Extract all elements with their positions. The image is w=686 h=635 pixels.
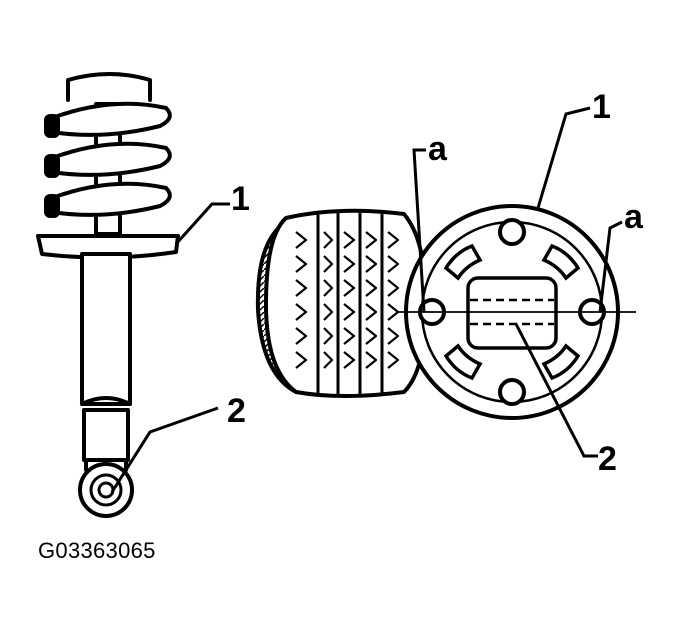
strut-assembly <box>36 72 180 518</box>
callout-a-right: a <box>624 198 644 236</box>
shock-body <box>80 252 132 406</box>
callout-strut-2: 2 <box>227 392 246 430</box>
wheel-leaders <box>412 106 623 458</box>
callout-wheel-2: 2 <box>598 440 617 478</box>
bolt-hole-top <box>498 218 526 246</box>
strut-top-mount <box>66 72 152 102</box>
strut-leaders <box>110 202 230 493</box>
lower-eye-mount <box>78 458 134 518</box>
coil-spring <box>44 101 172 218</box>
callout-strut-1: 1 <box>231 180 250 218</box>
tire <box>255 208 428 398</box>
wheel-hub <box>466 276 558 350</box>
bolt-hole-bottom <box>498 378 526 406</box>
shock-lower-tube <box>82 408 130 462</box>
callout-a-left: a <box>428 130 448 168</box>
callout-wheel-1: 1 <box>592 88 611 126</box>
tire-tread <box>264 208 428 398</box>
wheel-slots <box>443 243 581 381</box>
figure-id: G03363065 <box>38 538 156 563</box>
